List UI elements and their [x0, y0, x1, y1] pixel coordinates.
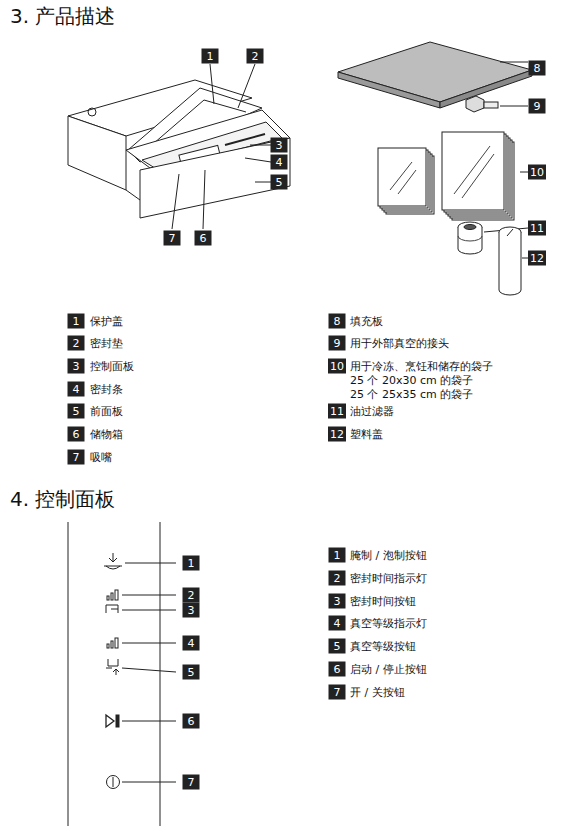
callout-number: 8 — [329, 314, 346, 329]
part-name: 密封时间按钮 — [350, 595, 416, 608]
callout-number: 7 — [164, 231, 181, 246]
part-name: 用于冷冻、烹饪和储存的袋子 — [350, 360, 493, 373]
part-name: 腌制 / 泡制按钮 — [350, 549, 427, 562]
callout-number: 10 — [528, 165, 546, 180]
part-name: 保护盖 — [90, 315, 123, 328]
callout-number: 4 — [183, 636, 200, 651]
callout-number: 2 — [183, 588, 200, 603]
part-name: 密封垫 — [90, 337, 123, 350]
part-name: 开 / 关按钮 — [350, 686, 405, 699]
callout-number: 4 — [68, 382, 85, 397]
part-name: 启动 / 停止按钮 — [350, 663, 427, 676]
part-name: 填充板 — [350, 315, 383, 328]
callout-number: 7 — [329, 685, 346, 700]
part-name: 控制面板 — [90, 360, 134, 373]
callout-number: 11 — [328, 404, 346, 419]
callout-number: 1 — [68, 314, 85, 329]
section-heading: 3. 产品描述 — [10, 4, 115, 28]
callout-number: 8 — [529, 61, 546, 76]
part-name: 25 个 25x35 cm 的袋子 — [350, 388, 473, 401]
callout-number: 9 — [329, 336, 346, 351]
callout-number: 5 — [329, 639, 346, 654]
callout-number: 6 — [183, 714, 200, 729]
part-name: 前面板 — [90, 405, 123, 418]
callout-number: 2 — [329, 571, 346, 586]
callout-number: 11 — [528, 221, 546, 236]
callout-number: 2 — [68, 336, 85, 351]
part-name: 油过滤器 — [350, 405, 394, 418]
callout-number: 10 — [328, 359, 346, 374]
part-name: 吸嘴 — [90, 451, 112, 464]
callout-number: 6 — [68, 427, 85, 442]
part-name: 储物箱 — [90, 428, 123, 441]
part-name: 密封条 — [90, 383, 123, 396]
callout-number: 1 — [202, 49, 219, 64]
callout-number: 7 — [68, 450, 85, 465]
part-name: 25 个 20x30 cm 的袋子 — [350, 374, 473, 387]
callout-number: 3 — [183, 603, 200, 618]
part-name: 塑料盖 — [350, 428, 383, 441]
callout-number: 6 — [329, 662, 346, 677]
callout-number: 9 — [529, 99, 546, 114]
part-name: 密封时间指示灯 — [350, 572, 427, 585]
part-name: 真空等级指示灯 — [350, 617, 427, 630]
part-name: 真空等级按钮 — [350, 640, 416, 653]
callout-number: 5 — [271, 175, 288, 190]
callout-number: 3 — [68, 359, 85, 374]
callout-number: 1 — [329, 548, 346, 563]
callout-number: 2 — [247, 49, 264, 64]
callout-number: 7 — [183, 775, 200, 790]
callout-number: 5 — [183, 665, 200, 680]
part-name: 用于外部真空的接头 — [350, 337, 449, 350]
callout-number: 12 — [528, 251, 546, 266]
callout-number: 3 — [271, 138, 288, 153]
callout-number: 3 — [329, 594, 346, 609]
callout-number: 4 — [329, 616, 346, 631]
section-heading: 4. 控制面板 — [10, 487, 115, 511]
callout-number: 12 — [328, 427, 346, 442]
callout-number: 5 — [68, 404, 85, 419]
callout-number: 6 — [195, 231, 212, 246]
callout-number: 4 — [271, 155, 288, 170]
callout-number: 1 — [183, 556, 200, 571]
